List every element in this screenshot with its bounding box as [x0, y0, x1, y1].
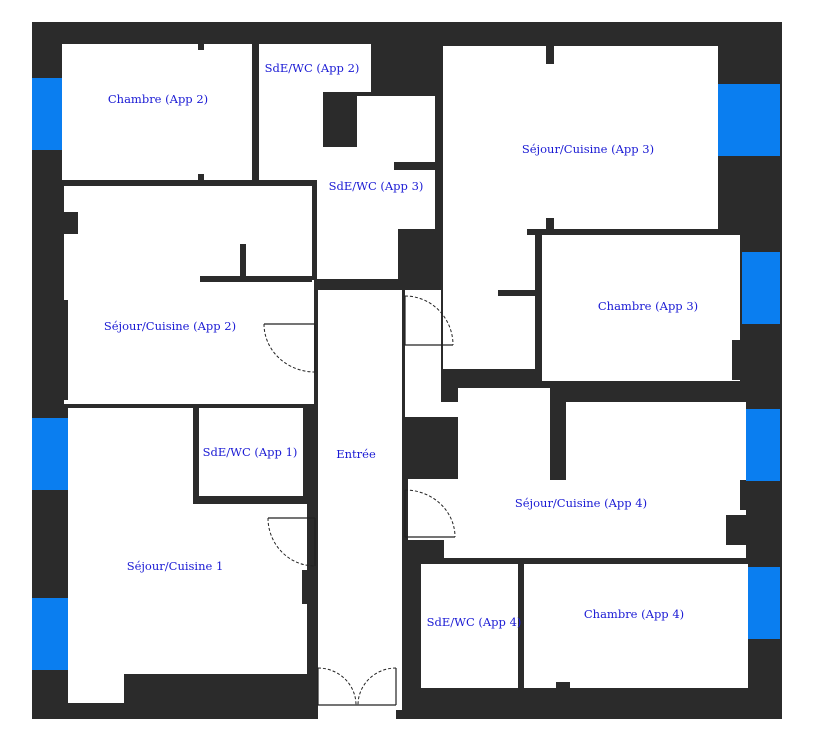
wall-segment: [546, 218, 554, 229]
room-chambre-app3[interactable]: [542, 235, 740, 381]
wall-segment: [498, 290, 538, 296]
window: [748, 567, 780, 639]
room-entree[interactable]: [318, 290, 402, 710]
wall-segment: [732, 340, 762, 380]
wall-segment: [193, 496, 307, 504]
wall-segment: [726, 515, 766, 545]
room-sejour-app4-main: [408, 402, 746, 558]
door-entree-landing[interactable]: [404, 295, 454, 346]
label-chambre-app4: Chambre (App 4): [584, 607, 684, 621]
room-sde-app2[interactable]: [259, 44, 371, 92]
wall-segment: [198, 174, 204, 180]
door-sejour-1[interactable]: [267, 517, 316, 567]
label-sejour-app2: Séjour/Cuisine (App 2): [104, 319, 236, 333]
wall-segment: [546, 46, 554, 64]
window: [32, 78, 62, 150]
wall-segment: [394, 162, 435, 170]
room-sde-app4[interactable]: [421, 564, 518, 688]
room-sde-app3-corridor: [356, 96, 435, 162]
wall-segment: [64, 300, 68, 400]
wall-segment: [302, 570, 310, 604]
window: [718, 84, 780, 156]
room-sejour-app2-lower: [64, 280, 314, 404]
room-sde-app1[interactable]: [199, 408, 303, 496]
room-entree-landing: [405, 290, 441, 417]
room-sde-app2-lower: [259, 92, 323, 180]
label-entree: Entrée: [336, 447, 376, 461]
wall-segment: [200, 276, 312, 282]
wall-segment: [240, 244, 246, 280]
wall-segment: [64, 212, 78, 234]
wall-segment: [323, 92, 357, 147]
label-sde-app1: SdE/WC (App 1): [203, 445, 298, 459]
wall-segment: [198, 44, 204, 50]
room-app3-hall: [443, 229, 535, 369]
wall-segment: [124, 674, 307, 703]
label-sejour-app3: Séjour/Cuisine (App 3): [522, 142, 654, 156]
wall-segment: [556, 682, 570, 690]
wall-segment: [740, 480, 766, 510]
door-entrance-double[interactable]: [317, 667, 397, 706]
label-chambre-app3: Chambre (App 3): [598, 299, 698, 313]
wall-segment: [408, 558, 421, 668]
room-sejour-1-right: [193, 504, 307, 674]
wall-segment: [398, 229, 435, 288]
door-sejour-app4[interactable]: [404, 489, 456, 538]
room-sejour-app3[interactable]: [443, 46, 718, 229]
window: [746, 409, 780, 481]
label-sejour-1: Séjour/Cuisine 1: [127, 559, 224, 573]
window: [32, 598, 68, 670]
entrance-threshold: [318, 703, 396, 719]
room-chambre-app4[interactable]: [524, 564, 748, 688]
room-sejour-app2[interactable]: [64, 186, 312, 280]
label-sejour-app4: Séjour/Cuisine (App 4): [515, 496, 647, 510]
wall-segment: [527, 229, 542, 235]
door-sejour-app2[interactable]: [263, 323, 316, 373]
label-chambre-app2: Chambre (App 2): [108, 92, 208, 106]
room-chambre-app2[interactable]: [62, 44, 252, 180]
wall-segment: [550, 388, 566, 480]
label-sde-app3: SdE/WC (App 3): [329, 179, 424, 193]
room-sejour-1[interactable]: [68, 408, 193, 703]
label-sde-app2: SdE/WC (App 2): [265, 61, 360, 75]
window: [742, 252, 780, 324]
window: [32, 418, 68, 490]
wall-segment: [408, 417, 458, 479]
wall-segment: [408, 540, 444, 558]
label-sde-app4: SdE/WC (App 4): [427, 615, 522, 629]
